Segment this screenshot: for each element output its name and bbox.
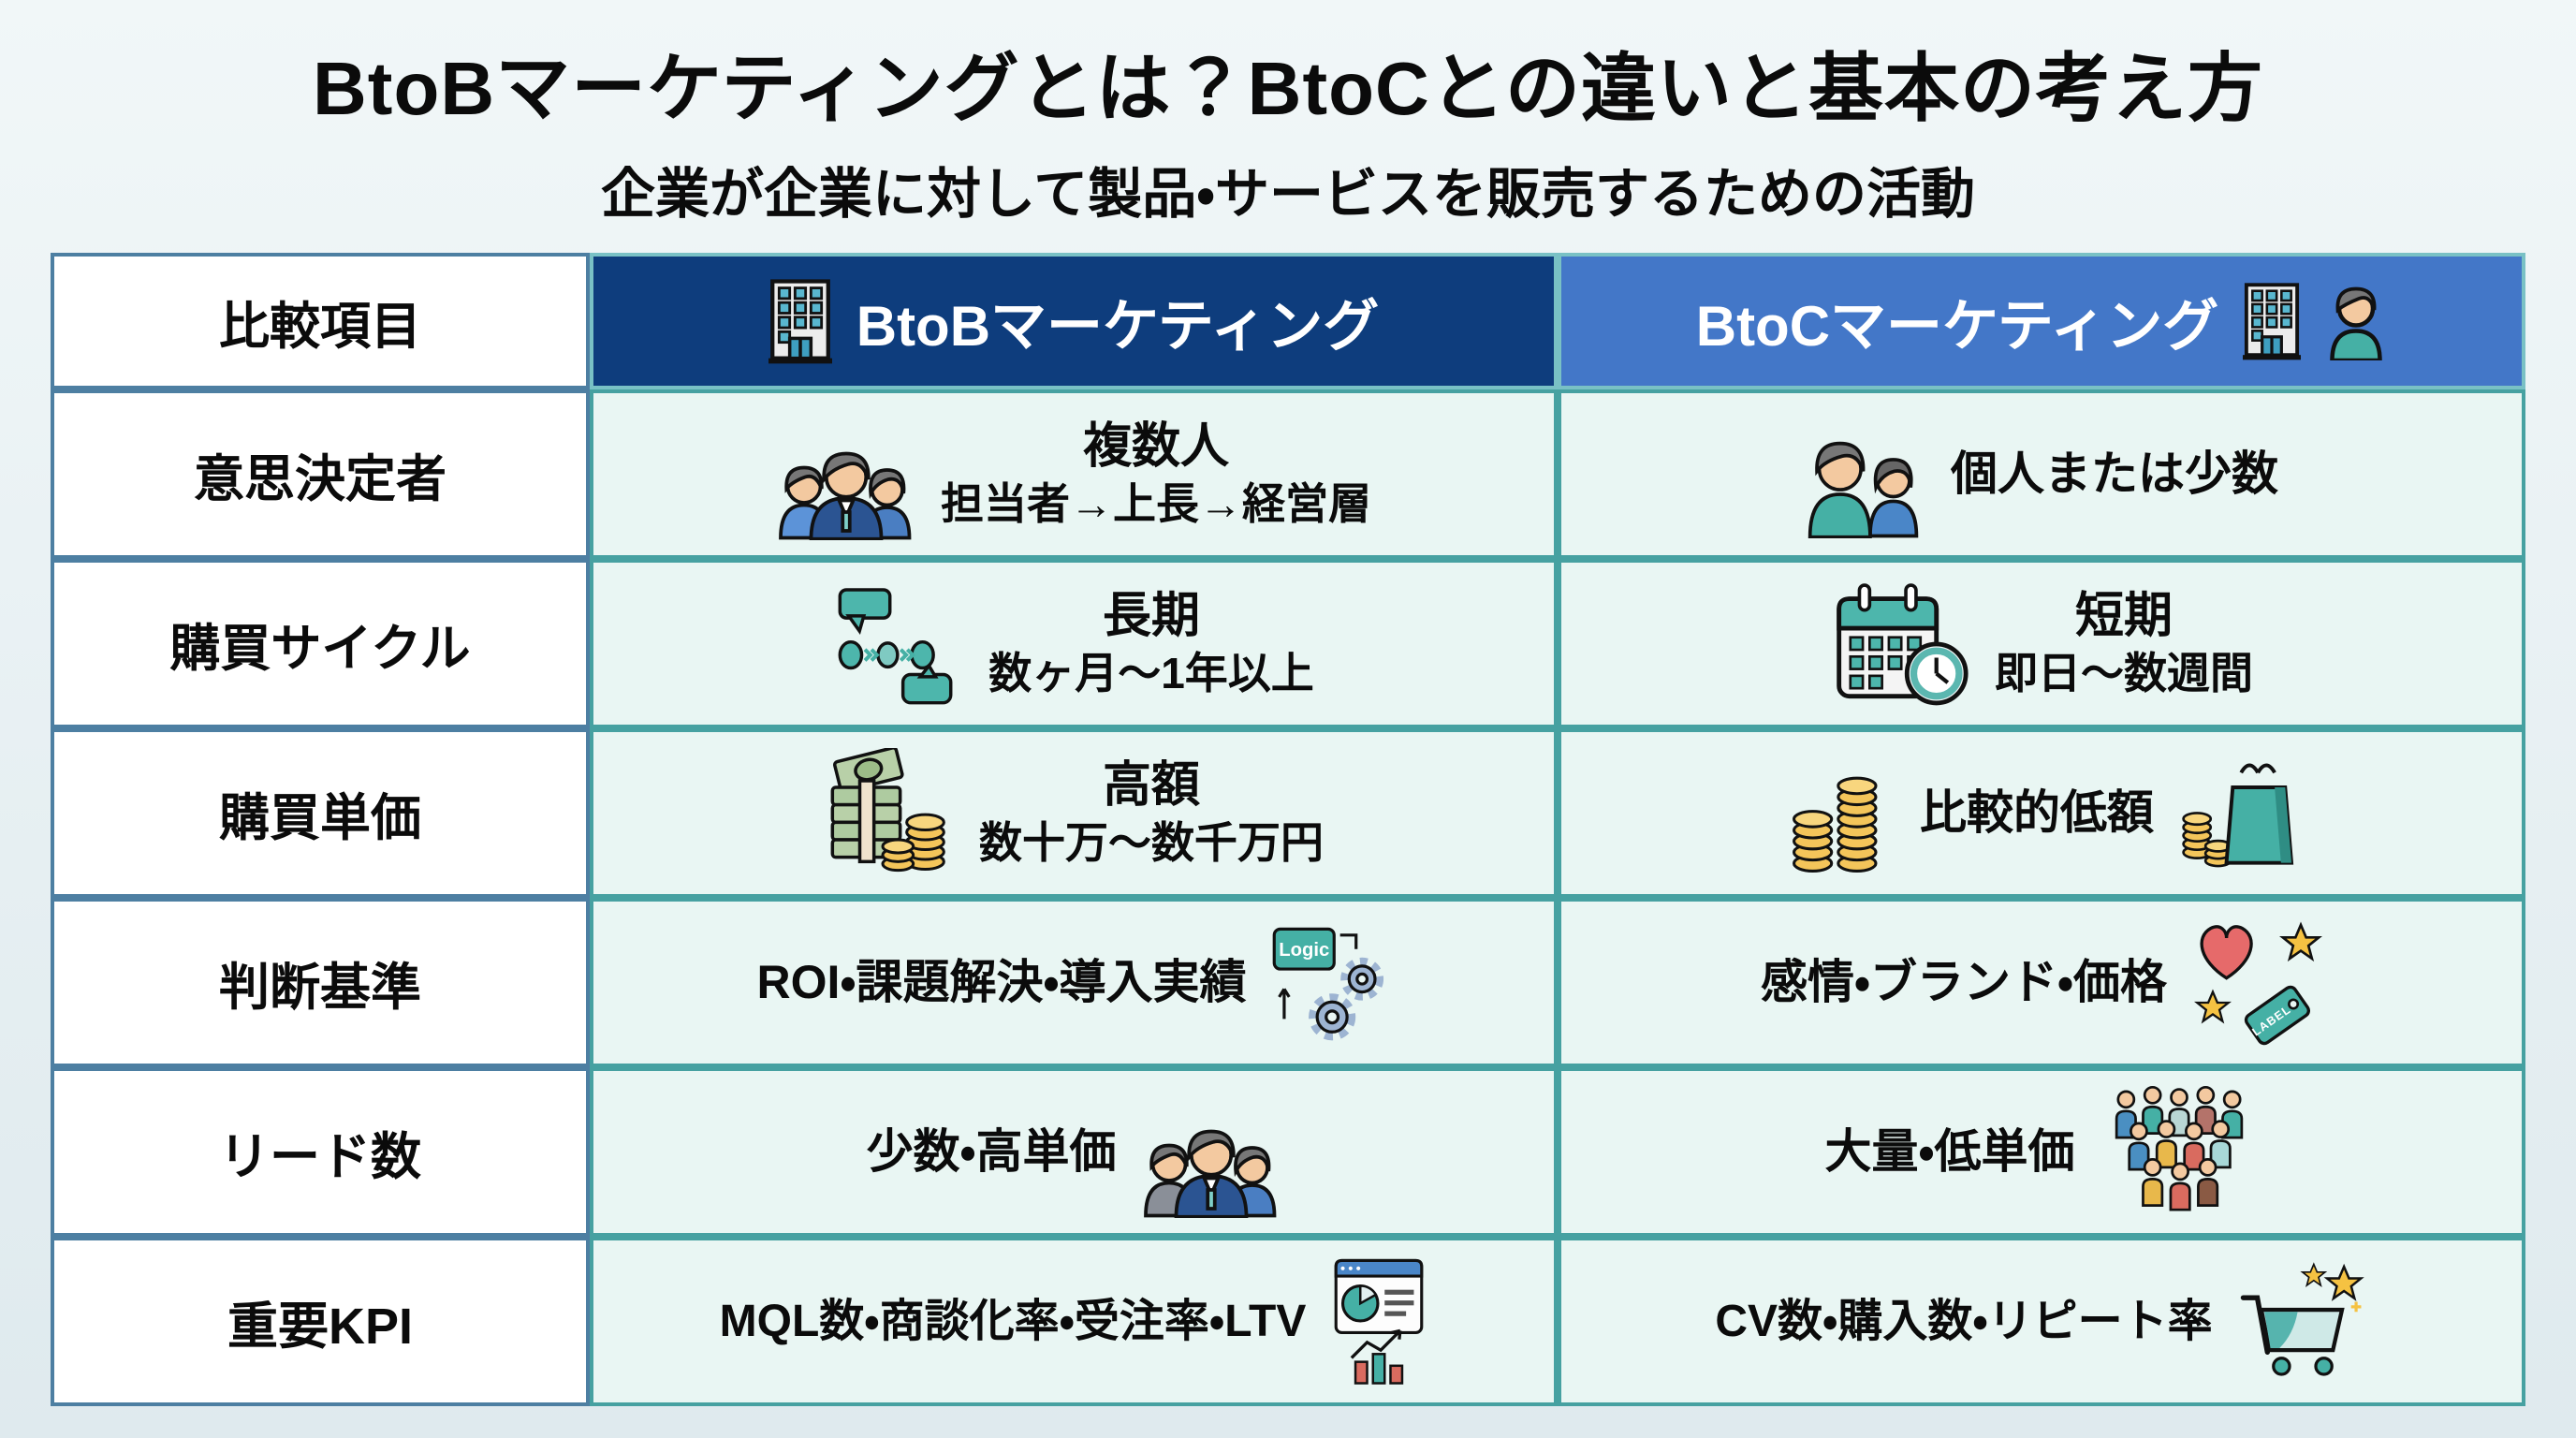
cell-text: 短期 即日〜数週間 [1995, 589, 2253, 698]
two-people-icon [1808, 441, 1919, 538]
header-compare-items: 比較項目 [51, 253, 590, 389]
row-label-key-kpi: 重要KPI [51, 1237, 590, 1406]
heart-stars-tag-icon: LABEL [2196, 923, 2320, 1045]
cell-text: MQL数・商談化率・受注率・LTV [719, 1296, 1307, 1346]
cell-btoc-lead-count: 大量・低単価 [1558, 1067, 2525, 1237]
analytics-chart-icon [1335, 1258, 1424, 1385]
row-label-purchase-price: 購買単価 [51, 728, 590, 898]
header-btoc: BtoCマーケティング [1558, 253, 2525, 389]
cell-text: 長期 数ヶ月〜1年以上 [988, 589, 1314, 698]
cell-text: 少数・高単価 [866, 1125, 1117, 1179]
team-icon [779, 451, 912, 540]
row-label-decision-criteria: 判断基準 [51, 898, 590, 1067]
svg-text:Logic: Logic [1280, 940, 1330, 961]
crowd-icon [2115, 1085, 2243, 1211]
coin-stacks-icon [1793, 776, 1878, 873]
cell-btob-decision-makers: 複数人 担当者→上長→経営層 [590, 389, 1558, 559]
cell-text: 個人または少数 [1951, 448, 2278, 501]
cell-btoc-decision-criteria: 感情・ブランド・価格 LABEL [1558, 898, 2525, 1067]
page-header: BtoBマーケティングとは？BtoCとの違いと基本の考え方 企業が企業に対して製… [0, 0, 2576, 228]
row-label-purchase-cycle: 購買サイクル [51, 559, 590, 728]
cell-text: 感情・ブランド・価格 [1761, 956, 2167, 1009]
coins-shopping-bag-icon [2182, 763, 2294, 867]
cell-text: 複数人 担当者→上長→経営層 [941, 419, 1371, 529]
cell-text: 比較的低額 [1920, 786, 2154, 840]
cell-text: 高額 数十万〜数千万円 [979, 758, 1324, 868]
person-icon [2330, 286, 2383, 360]
header-btoc-label: BtoCマーケティング [1695, 294, 2219, 358]
page-subtitle: 企業が企業に対して製品・サービスを販売するための活動 [601, 164, 1975, 225]
money-stack-icon [830, 747, 945, 872]
page-title: BtoBマーケティングとは？BtoCとの違いと基本の考え方 [313, 47, 2263, 130]
logic-gears-icon: Logic [1273, 927, 1384, 1040]
cell-btob-decision-criteria: ROI・課題解決・導入実績 Logic [590, 898, 1558, 1067]
cell-btob-key-kpi: MQL数・商談化率・受注率・LTV [590, 1237, 1558, 1406]
cell-text: ROI・課題解決・導入実績 [756, 956, 1247, 1009]
header-btob: BtoBマーケティング [590, 253, 1558, 389]
cart-stars-icon [2240, 1263, 2363, 1376]
cell-btoc-purchase-cycle: 短期 即日〜数週間 [1558, 559, 2525, 728]
cell-btoc-decision-makers: 個人または少数 [1558, 389, 2525, 559]
cell-btoc-purchase-price: 比較的低額 [1558, 728, 2525, 898]
cell-text: 大量・低単価 [1824, 1125, 2075, 1179]
cell-btob-purchase-price: 高額 数十万〜数千万円 [590, 728, 1558, 898]
row-label-decision-makers: 意思決定者 [51, 389, 590, 559]
business-team-icon [1143, 1129, 1276, 1218]
cell-btob-purchase-cycle: 長期 数ヶ月〜1年以上 [590, 559, 1558, 728]
cell-btob-lead-count: 少数・高単価 [590, 1067, 1558, 1237]
header-btob-label: BtoBマーケティング [856, 294, 1380, 358]
row-label-lead-count: リード数 [51, 1067, 590, 1237]
header-compare-items-label: 比較項目 [219, 298, 421, 355]
building-icon [2243, 283, 2302, 360]
building-icon [768, 279, 832, 364]
comparison-table: 比較項目 BtoBマーケティング BtoCマーケティング [51, 253, 2525, 1406]
cell-text: CV数・購入数・リピート率 [1715, 1296, 2213, 1346]
process-flow-icon [838, 587, 953, 704]
calendar-clock-icon [1837, 582, 1969, 705]
cell-btoc-key-kpi: CV数・購入数・リピート率 [1558, 1237, 2525, 1406]
